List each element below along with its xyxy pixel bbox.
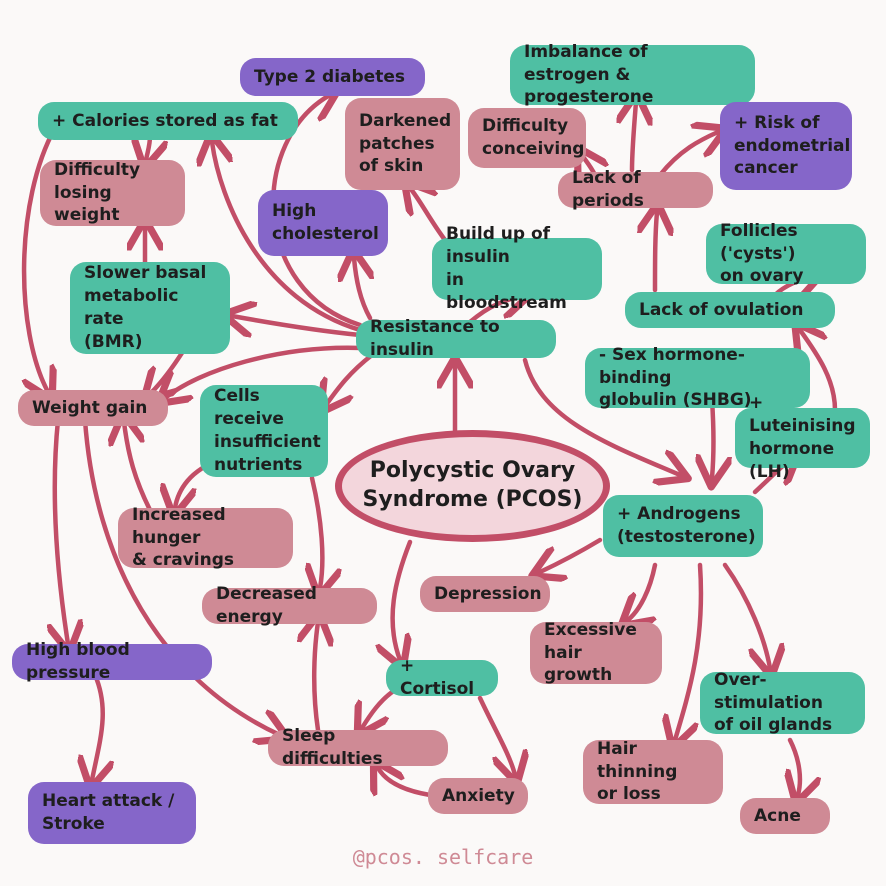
arrow-ovulation-to-periods bbox=[655, 212, 657, 293]
arrow-periods-to-imbalance bbox=[632, 102, 636, 173]
arrow-calories-to-weightgain bbox=[24, 125, 58, 392]
node-decreased-energy: Decreased energy bbox=[202, 584, 377, 627]
node-darkened-skin: Darkened patches of skin bbox=[345, 98, 460, 190]
arrow-resistance-to-bmr bbox=[232, 316, 363, 335]
arrow-cortisol-to-sleep bbox=[362, 687, 398, 728]
arrow-weightgain-to-sleep bbox=[82, 417, 280, 735]
node-anxiety: Anxiety bbox=[428, 778, 528, 814]
arrow-androgens-to-hair bbox=[628, 562, 658, 620]
node-oil-glands: Over-stimulation of oil glands bbox=[700, 670, 865, 735]
credit-handle: @pcos. selfcare bbox=[352, 845, 534, 869]
node-hair-thinning: Hair thinning or loss bbox=[583, 739, 723, 804]
node-lh: + Luteinising hormone (LH) bbox=[735, 393, 870, 482]
node-cortisol: + Cortisol bbox=[386, 656, 498, 699]
node-weight-gain: Weight gain bbox=[18, 390, 168, 426]
node-follicles: Follicles ('cysts') on ovary bbox=[706, 221, 866, 286]
arrow-oil-to-acne bbox=[790, 737, 800, 795]
node-heart-attack: Heart attack / Stroke bbox=[28, 782, 196, 844]
node-calories-stored-fat: + Calories stored as fat bbox=[38, 102, 298, 140]
arrow-center-to-androgens bbox=[522, 357, 680, 475]
node-type2-diabetes: Type 2 diabetes bbox=[240, 58, 425, 96]
node-cells-insufficient: Cells receive insufficient nutrients bbox=[200, 385, 328, 477]
node-difficulty-conceiving: Difficulty conceiving bbox=[468, 108, 586, 168]
arrow-periods-to-risk bbox=[657, 132, 718, 178]
node-lack-ovulation: Lack of ovulation bbox=[625, 292, 835, 328]
arrow-center-to-cortisol bbox=[393, 539, 410, 660]
node-resistance-insulin: Resistance to insulin bbox=[356, 317, 556, 360]
node-risk-endometrial: + Risk of endometrial cancer bbox=[720, 102, 852, 190]
arrow-androgens-to-oil bbox=[722, 562, 770, 668]
arrow-androgens-to-thinning bbox=[675, 562, 704, 740]
node-slower-bmr: Slower basal metabolic rate (BMR) bbox=[70, 262, 230, 354]
node-lack-periods: Lack of periods bbox=[558, 168, 713, 211]
arrow-bp-to-heart bbox=[92, 672, 103, 780]
node-increased-hunger: Increased hunger & cravings bbox=[118, 505, 293, 570]
node-excessive-hair: Excessive hair growth bbox=[530, 620, 662, 685]
arrow-resistance-to-cells bbox=[326, 352, 375, 405]
node-build-up-insulin: Build up of insulin in bloodstream bbox=[432, 224, 602, 313]
arrow-androgens-to-depression bbox=[540, 537, 603, 572]
arrow-resistance-to-cholesterol bbox=[354, 258, 370, 321]
node-high-blood-pressure: High blood pressure bbox=[12, 640, 212, 683]
arrow-weightgain-to-bp bbox=[55, 417, 68, 644]
arrow-resistance-to-weightgain bbox=[165, 345, 365, 398]
arrow-lh-to-ovulation bbox=[800, 330, 838, 413]
node-high-cholesterol: High cholesterol bbox=[258, 190, 388, 256]
node-imbalance-estrogen: Imbalance of estrogen & progesterone bbox=[510, 42, 755, 107]
arrow-sleep-to-energy bbox=[314, 622, 318, 733]
node-shbg: - Sex hormone-binding globulin (SHBG) bbox=[585, 345, 810, 410]
arrow-cells-to-energy bbox=[312, 475, 322, 588]
node-difficulty-losing-weight: Difficulty losing weight bbox=[40, 160, 185, 226]
node-depression: Depression bbox=[420, 576, 550, 612]
arrow-cortisol-to-anxiety bbox=[477, 695, 515, 775]
arrow-hunger-to-weightgain bbox=[124, 422, 153, 513]
arrow-shbg-to-androgens bbox=[712, 397, 714, 478]
arrow-resistance-to-calories bbox=[212, 142, 363, 333]
arrow-buildup-to-skin bbox=[410, 188, 448, 243]
node-acne: Acne bbox=[740, 798, 830, 834]
node-sleep-difficulties: Sleep difficulties bbox=[268, 726, 448, 769]
arrow-anxiety-to-sleep bbox=[378, 768, 433, 798]
node-androgens: + Androgens (testosterone) bbox=[603, 495, 763, 557]
center-title-ellipse: Polycystic Ovary Syndrome (PCOS) bbox=[335, 430, 610, 542]
